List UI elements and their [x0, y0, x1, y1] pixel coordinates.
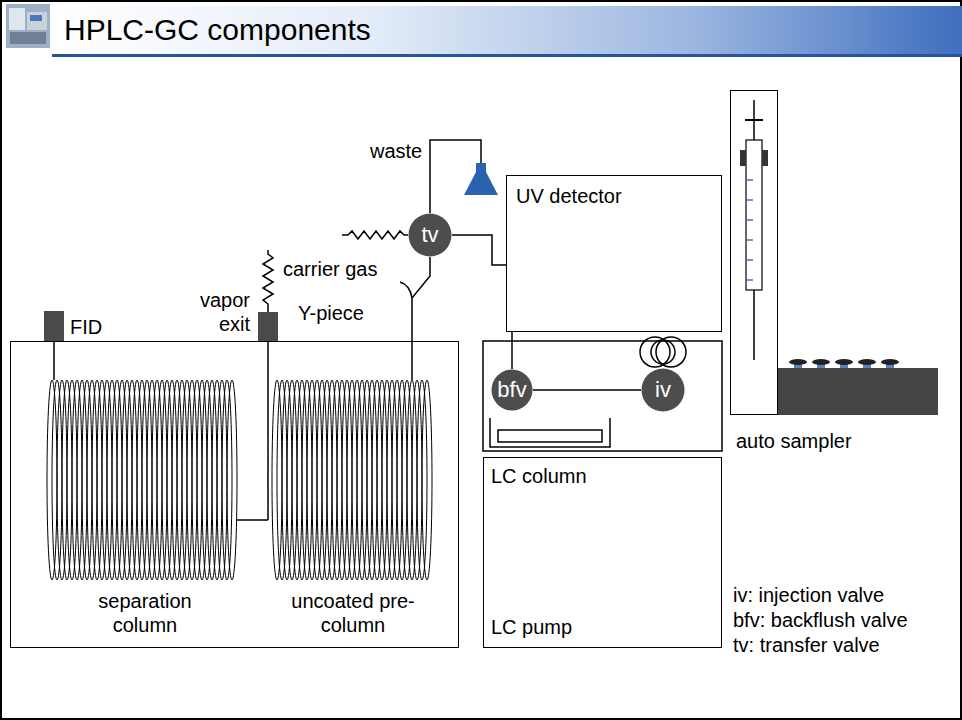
node-label: separation column	[75, 589, 215, 637]
fid-detector: FID	[44, 311, 64, 341]
vial-cap	[881, 359, 899, 365]
vial-cap	[858, 359, 876, 365]
capillary-connector	[452, 235, 506, 265]
node-label: UV detector	[516, 184, 622, 208]
icon-instrument	[9, 8, 25, 30]
valve-box	[483, 341, 722, 451]
injection-valve: iv	[641, 368, 685, 412]
auto-sampler: auto sampler	[730, 90, 778, 415]
valve-label: bfv	[491, 377, 533, 403]
node-label: LC column	[491, 464, 587, 488]
column-holder	[490, 418, 610, 447]
carrier-gas-line	[400, 282, 412, 298]
slide-title: HPLC-GC components	[64, 12, 371, 48]
header-icon	[6, 4, 50, 48]
waste-flask	[464, 163, 498, 195]
transfer-restrictor	[342, 231, 408, 239]
icon-display	[30, 15, 42, 21]
gc-wiring	[54, 140, 481, 520]
capillary-connector	[533, 389, 641, 391]
pre-column-inlet	[411, 341, 413, 380]
vial-cap	[812, 359, 830, 365]
carrier-gas-label: carrier gas	[283, 257, 377, 281]
sample-loop	[640, 337, 670, 367]
lc-pump-box: LC column LC pump	[483, 457, 722, 648]
valve-label: iv	[641, 377, 685, 403]
syringe-clamp	[740, 150, 746, 166]
vial-cap	[835, 359, 853, 365]
coil-turn	[422, 380, 432, 580]
lc-column-tube	[498, 430, 602, 442]
backflush-valve: bfv	[491, 369, 533, 411]
syringe-clamp	[762, 150, 768, 166]
coil-turn	[227, 380, 237, 580]
icon-instrument	[27, 12, 47, 30]
icon-ground	[6, 4, 50, 48]
abbreviation-note: bfv: backflush valve	[733, 608, 908, 632]
vapor-exit-restrictor	[263, 250, 273, 312]
waste-line	[430, 140, 481, 213]
valve-housing	[483, 337, 722, 451]
uv-detector: UV detector	[506, 175, 722, 332]
syringe	[740, 100, 768, 360]
column-junction	[236, 519, 268, 521]
barrel-scale	[746, 180, 753, 280]
vials	[789, 359, 899, 368]
gc-oven: separation column uncoated pre-column	[10, 341, 459, 648]
node-label: LC pump	[491, 615, 572, 639]
valve-label: tv	[408, 222, 452, 248]
capillary-connector	[511, 332, 513, 369]
icon-bench	[10, 32, 46, 44]
node-label: uncoated pre-column	[283, 589, 423, 637]
valve-circle	[409, 214, 452, 257]
valve-circle	[642, 369, 685, 412]
transfer-valve: tv	[408, 213, 452, 257]
sample-loop	[656, 337, 686, 367]
vapor-exit-port: vapor exit	[258, 312, 278, 341]
syringe-barrel	[746, 140, 762, 290]
node-label: FID	[70, 315, 130, 339]
node-label: vapor exit	[188, 288, 250, 336]
plunger-head	[745, 119, 763, 121]
vial-cap	[789, 359, 807, 365]
sample-loop	[651, 340, 675, 364]
node-label: auto sampler	[736, 429, 906, 453]
sample-tray	[778, 368, 938, 415]
capillary-connector	[412, 257, 430, 341]
scale-ticks	[746, 180, 753, 280]
separation-coil	[47, 380, 237, 580]
abbreviation-note: iv: injection valve	[733, 583, 884, 607]
valve-circle	[492, 370, 533, 411]
fid-line	[53, 341, 55, 380]
abbreviation-note: tv: transfer valve	[733, 633, 880, 657]
pre-column-coil	[272, 380, 432, 580]
waste-label: waste	[370, 139, 422, 163]
y-piece-label: Y-piece	[298, 301, 364, 325]
vapor-exit-line	[267, 341, 269, 520]
